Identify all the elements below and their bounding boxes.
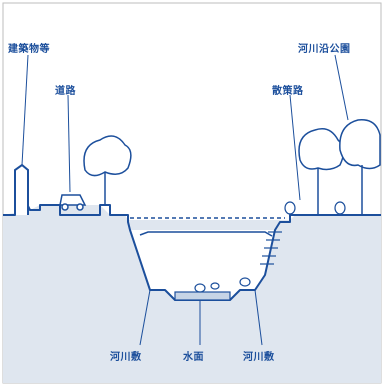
embankment-inner-line xyxy=(139,231,273,237)
ground-profile-line xyxy=(3,199,381,301)
label-promenade: 散策路 xyxy=(272,86,304,97)
label-building: 建築物等 xyxy=(8,44,50,55)
shrubs xyxy=(194,201,346,293)
tree-right-2 xyxy=(339,119,381,215)
label-floodplain-left: 河川敷 xyxy=(110,352,142,363)
river-channel xyxy=(130,230,275,300)
leader-lines xyxy=(21,54,349,346)
label-road: 道路 xyxy=(55,86,76,97)
car xyxy=(59,194,87,211)
tree-left xyxy=(83,135,132,205)
building xyxy=(14,163,29,215)
label-water-surface: 水面 xyxy=(183,352,204,363)
tree-right-1 xyxy=(298,128,345,215)
water-surface xyxy=(174,291,231,301)
label-floodplain-right: 河川敷 xyxy=(243,352,275,363)
label-riverside-park: 河川沿公園 xyxy=(298,44,351,55)
embankment-steps xyxy=(260,231,282,265)
